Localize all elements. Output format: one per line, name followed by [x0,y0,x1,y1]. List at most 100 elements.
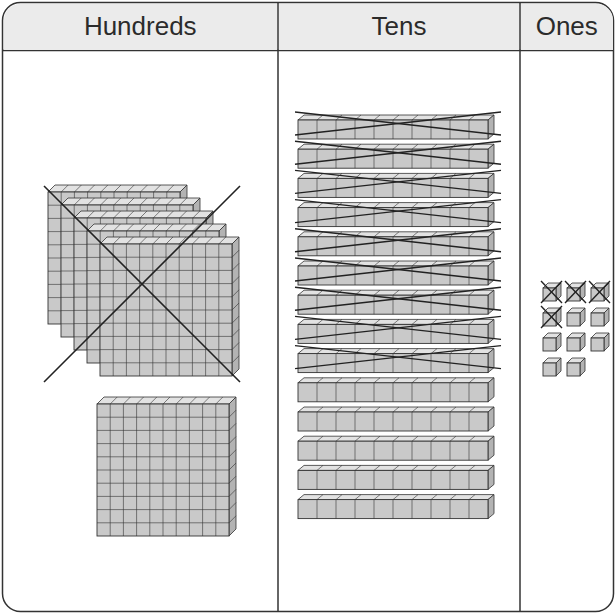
block-front [567,313,580,326]
header-label: Hundreds [84,12,197,41]
grid-line [393,495,399,500]
block-side [556,358,561,376]
grid-line [153,198,160,205]
grid-line [219,237,226,244]
grid-line [336,266,337,285]
one-cube [543,333,561,351]
grid-line [232,303,239,310]
grid-line [110,397,117,404]
column-divider [519,3,521,611]
cross-line [295,112,501,135]
grid-line [469,495,475,500]
grid-line [97,470,229,471]
grid-line [374,436,380,441]
block-front [100,244,232,376]
grid-line [393,144,399,149]
block-top [298,436,494,441]
grid-line [336,378,342,383]
block-front [543,338,556,351]
grid-line [317,208,318,227]
grid-line [97,456,229,457]
cross-out [589,281,610,303]
grid-line [412,232,418,237]
grid-line [374,495,380,500]
grid-line [431,120,432,139]
cross-out [295,200,501,223]
block-side [604,333,609,351]
cross-line [295,170,501,193]
grid-line [232,356,239,363]
grid-line [355,354,356,373]
cross-out [295,112,501,135]
grid-line [180,211,187,218]
grid-line [374,349,380,354]
ten-rod [298,115,494,139]
block-side [580,308,585,326]
grid-line [206,224,213,231]
ten-rod [298,319,494,343]
block-side [488,290,494,314]
grid-line [355,378,361,383]
grid-line [101,198,108,205]
cross-line [295,346,501,369]
grid-line [193,211,200,218]
block-side [488,203,494,227]
grid-line [127,224,134,231]
block-side [488,232,494,256]
grid-line [317,412,318,431]
block-top [298,465,494,470]
grid-line [336,149,337,168]
grid-line [374,149,375,168]
grid-line [412,495,418,500]
grid-line [97,430,229,431]
grid-line [101,185,108,192]
block-side [488,407,494,431]
cross-out [295,346,501,369]
grid-line [140,224,147,231]
cross-line [295,316,501,339]
grid-line [355,324,356,343]
block-top [48,185,187,192]
grid-line [229,476,236,483]
ones-cubes [541,281,610,376]
one-cube [567,358,585,376]
grid-line [113,237,120,244]
grid-line [412,383,413,402]
grid-line [393,412,394,431]
grid-line [317,120,318,139]
grid-line [317,178,318,197]
grid-line [355,470,356,489]
grid-line [166,224,173,231]
grid-line [317,495,323,500]
grid-line [412,378,418,383]
grid-line [412,120,413,139]
grid-line [137,397,144,404]
grid-line [374,378,380,383]
block-side [488,261,494,285]
grid-line [412,173,418,178]
grid-line [431,266,432,285]
cross-line [44,186,240,382]
cross-line [295,200,501,223]
grid-line [153,211,160,218]
grid-line [355,495,361,500]
grid-line [412,149,413,168]
grid-line [431,295,432,314]
grid-line [61,185,68,192]
grid-line [393,349,399,354]
ten-rod [298,232,494,256]
grid-line [374,178,375,197]
grid-line [355,465,361,470]
grid-line [336,412,337,431]
ten-rod [298,378,494,402]
ten-rod [298,261,494,285]
cross-line [295,258,501,281]
grid-line [374,354,375,373]
cross-line [295,316,501,339]
grid-line [336,120,337,139]
block-front [567,363,580,376]
cross-line [295,229,501,252]
cross-out [541,281,562,303]
cross-line [589,281,610,303]
